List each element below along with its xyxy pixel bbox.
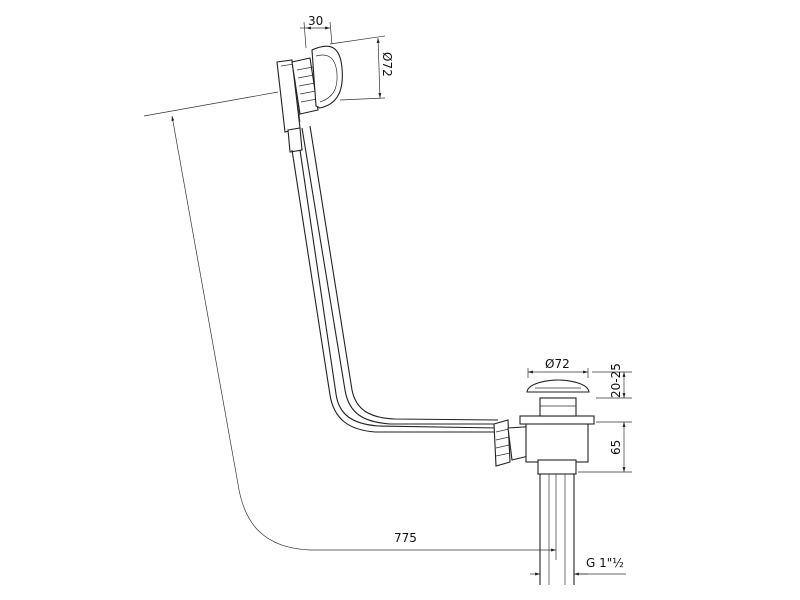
overflow-depth-dimension: 30 [300, 14, 333, 49]
waste-body-height-dimension: 65 [578, 421, 632, 473]
waste-cap-diameter-dimension: Ø72 [527, 357, 589, 378]
horizontal-length-dimension: 775 [143, 91, 557, 560]
waste-body-height-label: 65 [609, 440, 623, 455]
cap-height-dimension: 20-25 [592, 363, 632, 399]
waste-cap-diameter-label: Ø72 [545, 357, 570, 371]
outlet-thread-dimension: G 1"½ [530, 556, 626, 576]
waste-plug-cap [526, 379, 590, 393]
cap-height-label: 20-25 [609, 363, 623, 398]
overflow-diameter-dimension: Ø72 [329, 35, 394, 101]
outlet-thread-label: G 1"½ [586, 556, 624, 570]
overflow-pipe [291, 125, 499, 433]
overflow-diameter-label: Ø72 [380, 52, 394, 77]
overflow-head [276, 45, 343, 153]
waste-body [493, 397, 595, 585]
horizontal-length-label: 775 [394, 531, 417, 545]
overflow-depth-label: 30 [308, 14, 323, 28]
